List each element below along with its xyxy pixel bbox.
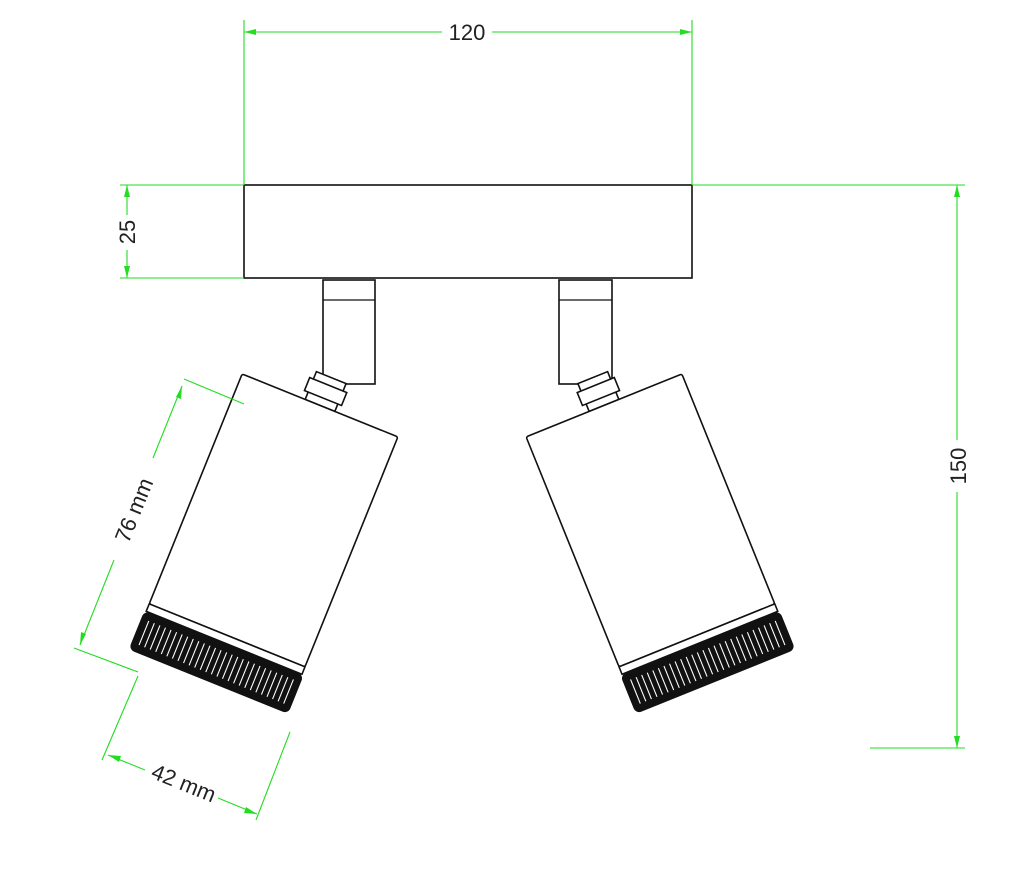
knurl-ridge — [249, 665, 261, 691]
plate-height-label: 25 — [115, 220, 140, 244]
knurl-ridge — [680, 658, 691, 684]
knurl-ridge — [138, 620, 150, 646]
left-stem — [322, 279, 376, 385]
knurl-ridge — [752, 629, 764, 655]
knurl-ridge — [160, 629, 172, 655]
knurl-ridge — [663, 665, 675, 691]
knurl-ridge — [724, 640, 736, 666]
left-spotlight-head — [130, 370, 399, 713]
knurl-ridge — [177, 636, 189, 662]
knurl-ridge — [238, 661, 250, 686]
knurl-ridge — [719, 643, 730, 668]
knurl-ridge — [685, 656, 697, 682]
total-height-dimension: 150 — [692, 184, 971, 749]
knurl-ridge — [758, 627, 769, 653]
knurl-ridge — [774, 620, 786, 646]
knurl-ridge — [244, 663, 255, 688]
knurl-ridge — [713, 645, 725, 671]
knurl-ridge — [199, 645, 211, 671]
knurl-ridge — [171, 634, 183, 659]
knurl-ridge — [707, 647, 719, 673]
knurl-ridge — [657, 667, 669, 693]
knurl-ridge — [205, 647, 217, 673]
knurl-ridge — [674, 661, 686, 686]
knurl-ridge — [155, 627, 166, 653]
knurl-ridge — [769, 623, 780, 648]
knurl-ridge — [255, 667, 267, 693]
width-dimension: 120 — [243, 20, 693, 185]
knurl-ridge — [735, 636, 747, 662]
knurl-ridge — [188, 640, 200, 666]
total-height-label: 150 — [946, 448, 971, 485]
knurl-ridge — [183, 638, 194, 664]
knurl-ridge — [272, 674, 283, 700]
knurl-ridge — [260, 670, 272, 695]
knurl-ridge — [696, 652, 708, 677]
knurl-ridge — [635, 676, 647, 702]
knurl-ridge — [746, 632, 758, 657]
width-label: 120 — [449, 20, 486, 45]
knurl-ridge — [763, 625, 775, 650]
knurl-ridge — [216, 652, 228, 677]
knurl-ridge — [233, 658, 244, 684]
right-stem — [558, 279, 613, 385]
knurl-ridge — [266, 672, 278, 697]
knurl-ridge — [669, 663, 680, 688]
knurl-ridge — [646, 672, 658, 697]
knurl-ridge — [194, 643, 205, 668]
knurl-ridge — [283, 679, 294, 704]
knurl-ridge — [702, 649, 714, 675]
knurl-ridge — [691, 654, 703, 680]
head-diameter-label: 42 mm — [148, 759, 220, 807]
knurl-ridge — [149, 625, 161, 650]
knurl-ridge — [227, 656, 239, 682]
knurl-ridge — [221, 654, 233, 680]
right-spotlight-head — [525, 370, 794, 713]
knurl-ridge — [741, 634, 753, 659]
knurl-ridge — [730, 638, 741, 664]
knurl-ridge — [210, 649, 222, 675]
knurl-ridge — [144, 623, 155, 648]
plate-height-dimension: 25 — [115, 184, 244, 279]
head-length-label: 76 mm — [110, 474, 158, 546]
knurl-ridge — [630, 679, 641, 704]
knurl-ridge — [166, 632, 178, 657]
mounting-plate — [243, 184, 693, 279]
knurl-ridge — [652, 670, 664, 695]
knurl-ridge — [641, 674, 652, 700]
knurl-ridge — [277, 676, 289, 702]
